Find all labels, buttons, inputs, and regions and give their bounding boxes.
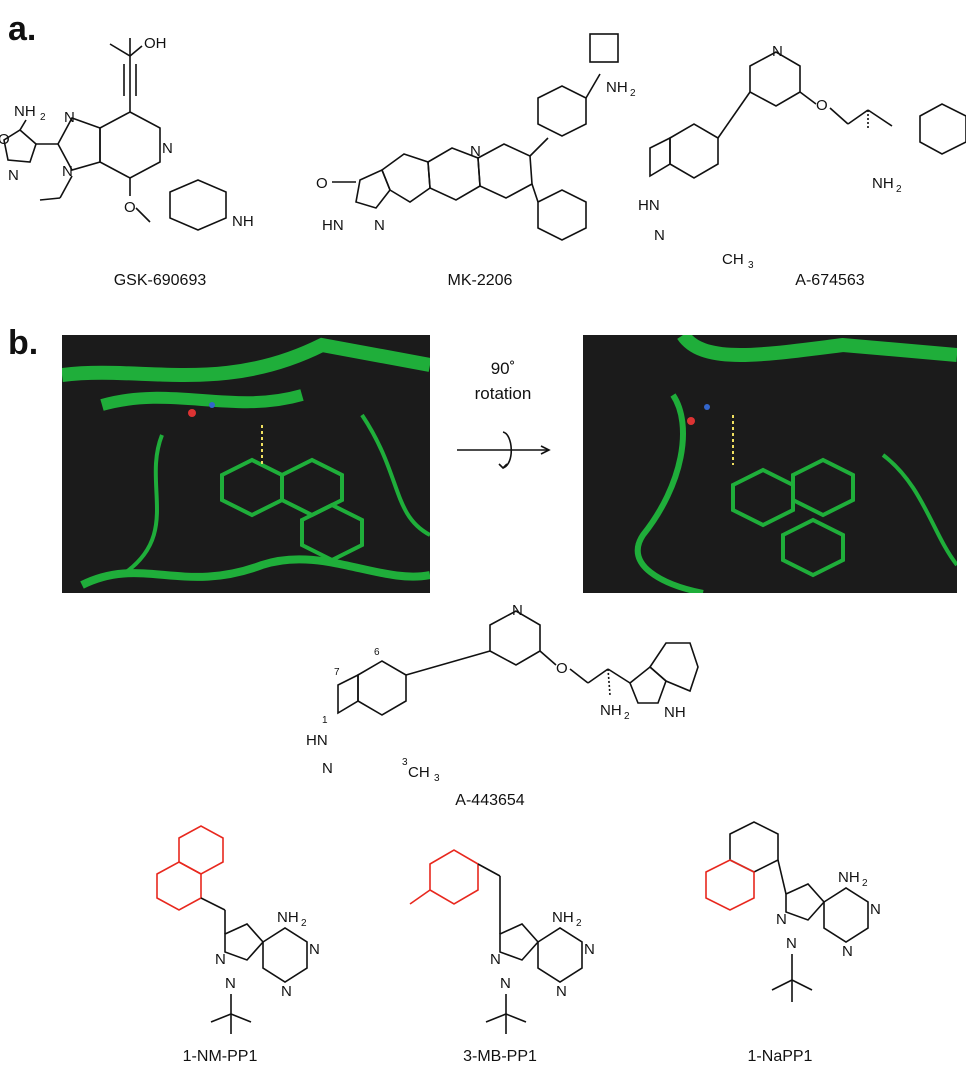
svg-text:3: 3 bbox=[434, 773, 440, 784]
svg-text:O: O bbox=[816, 97, 828, 114]
structure-3-mb-pp1: NH 2 N N N N bbox=[409, 849, 595, 1034]
svg-text:2: 2 bbox=[630, 88, 636, 99]
svg-text:NH: NH bbox=[232, 213, 254, 230]
svg-text:N: N bbox=[772, 43, 783, 60]
svg-text:N: N bbox=[374, 217, 385, 234]
protein-structure-image-front bbox=[62, 335, 430, 593]
svg-text:2: 2 bbox=[576, 918, 582, 929]
svg-text:HN: HN bbox=[322, 217, 344, 234]
svg-text:N: N bbox=[786, 935, 797, 952]
svg-text:N: N bbox=[512, 602, 523, 619]
svg-text:N: N bbox=[842, 943, 853, 960]
svg-text:N: N bbox=[215, 951, 226, 968]
caption-1-nm-pp1: 1-NM-PP1 bbox=[182, 1048, 258, 1065]
svg-text:2: 2 bbox=[896, 184, 902, 195]
svg-text:N: N bbox=[62, 163, 73, 180]
svg-text:3: 3 bbox=[748, 260, 754, 271]
svg-text:NH: NH bbox=[872, 175, 894, 192]
structure-1-napp1: NH 2 N N N N bbox=[705, 821, 881, 1002]
svg-text:N: N bbox=[500, 975, 511, 992]
position-3: 3 bbox=[402, 757, 408, 768]
rotation-arrow-icon bbox=[457, 431, 551, 470]
svg-text:NH: NH bbox=[552, 909, 574, 926]
svg-text:2: 2 bbox=[40, 112, 46, 123]
svg-text:CH: CH bbox=[408, 764, 430, 781]
caption-3-mb-pp1: 3-MB-PP1 bbox=[463, 1048, 537, 1065]
svg-text:N: N bbox=[870, 901, 881, 918]
svg-text:2: 2 bbox=[301, 918, 307, 929]
svg-text:N: N bbox=[556, 983, 567, 1000]
ribbon-view-rotated bbox=[634, 335, 957, 593]
svg-text:N: N bbox=[8, 167, 19, 184]
svg-text:2: 2 bbox=[862, 878, 868, 889]
svg-text:NH: NH bbox=[606, 79, 628, 96]
svg-text:O: O bbox=[0, 131, 10, 148]
svg-text:O: O bbox=[316, 175, 328, 192]
panel-label-a: a. bbox=[8, 10, 37, 48]
svg-text:N: N bbox=[584, 941, 595, 958]
svg-text:OH: OH bbox=[144, 35, 167, 52]
structure-a-443654: N 7 6 1 3 HN N CH 3 O NH 2 NH bbox=[306, 602, 699, 784]
svg-text:N: N bbox=[64, 109, 75, 126]
panel-label-b: b. bbox=[8, 324, 39, 362]
svg-text:NH: NH bbox=[600, 702, 622, 719]
svg-text:NH: NH bbox=[838, 869, 860, 886]
position-7: 7 bbox=[334, 667, 340, 678]
caption-gsk-690693: GSK-690693 bbox=[113, 272, 207, 289]
structure-1-nm-pp1: NH 2 N N N N bbox=[156, 825, 320, 1034]
svg-text:HN: HN bbox=[306, 732, 328, 749]
svg-text:N: N bbox=[776, 911, 787, 928]
protein-structure-image-rotated bbox=[583, 335, 957, 593]
structure-a-674563: N HN N CH 3 O NH 2 bbox=[638, 43, 966, 271]
position-1: 1 bbox=[322, 715, 328, 726]
svg-text:N: N bbox=[654, 227, 665, 244]
svg-text:N: N bbox=[281, 983, 292, 1000]
svg-text:N: N bbox=[162, 140, 173, 157]
svg-text:NH: NH bbox=[14, 103, 36, 120]
position-6: 6 bbox=[374, 647, 380, 658]
svg-text:2: 2 bbox=[624, 711, 630, 722]
caption-1-napp1: 1-NaPP1 bbox=[747, 1048, 813, 1065]
ribbon-view-front bbox=[62, 337, 430, 589]
svg-text:N: N bbox=[225, 975, 236, 992]
structure-mk-2206: O HN N N NH 2 bbox=[316, 33, 636, 241]
rotation-degrees: 90˚ bbox=[490, 359, 516, 378]
svg-text:N: N bbox=[309, 941, 320, 958]
svg-text:N: N bbox=[470, 143, 481, 160]
svg-text:CH: CH bbox=[722, 251, 744, 268]
svg-text:NH: NH bbox=[277, 909, 299, 926]
svg-text:N: N bbox=[490, 951, 501, 968]
structure-gsk-690693: OH N N N O N NH 2 O NH bbox=[0, 35, 254, 231]
svg-text:O: O bbox=[124, 199, 136, 216]
caption-a-674563: A-674563 bbox=[795, 272, 865, 289]
svg-text:NH: NH bbox=[664, 704, 686, 721]
caption-a-443654: A-443654 bbox=[455, 792, 525, 809]
caption-mk-2206: MK-2206 bbox=[447, 272, 513, 289]
svg-text:HN: HN bbox=[638, 197, 660, 214]
svg-text:O: O bbox=[556, 660, 568, 677]
rotation-word: rotation bbox=[474, 384, 532, 403]
svg-text:N: N bbox=[322, 760, 333, 777]
